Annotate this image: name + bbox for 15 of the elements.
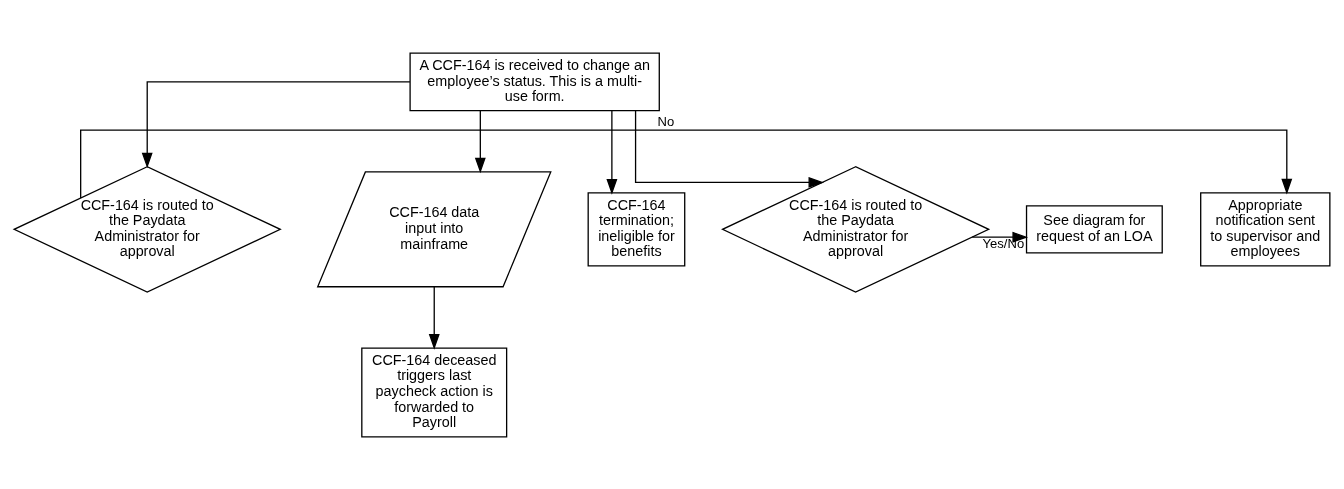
arrow	[141, 80, 411, 168]
arrow	[634, 109, 825, 188]
node-box: See diagram for request of an LOA	[1025, 204, 1163, 253]
node-diamond: CCF-164 is routed to the Paydata Administrator for approval	[12, 165, 282, 293]
node-box: Appropriate notification sent to supervisor and employees	[1200, 191, 1331, 266]
arrow	[971, 231, 1029, 243]
arrow	[474, 109, 486, 173]
node-box: CCF-164 deceased triggers last paycheck action is forwarded to Payroll	[361, 346, 508, 437]
node-box: A CCF-164 is received to change an employee’s status. This is a multi-use form.	[409, 52, 660, 111]
edge-label: No	[657, 113, 675, 129]
arrow	[606, 109, 618, 195]
arrow	[80, 129, 1293, 199]
arrow	[428, 285, 440, 350]
edge-label: Yes/No	[982, 235, 1025, 251]
node-box: CCF-164 termination; ineligible for benefits	[587, 191, 686, 266]
